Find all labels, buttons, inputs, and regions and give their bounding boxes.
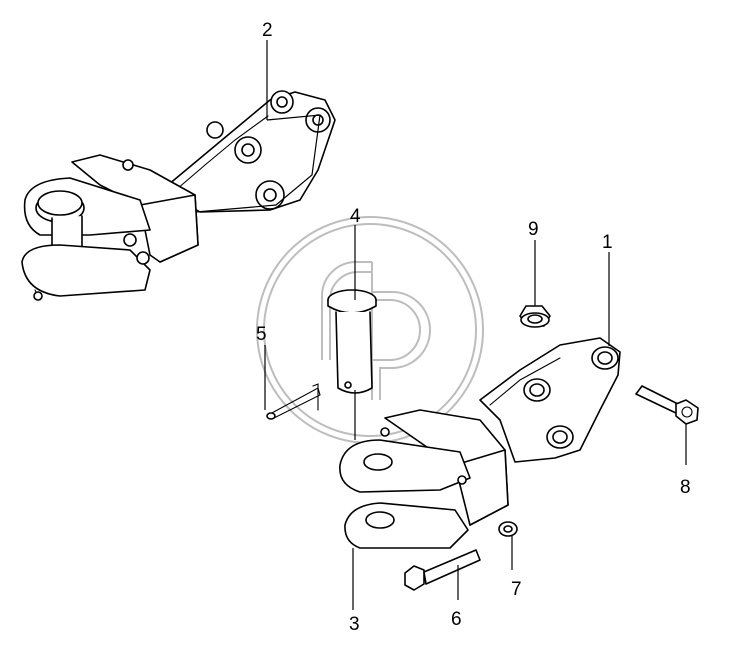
- plate-nut-middle: [234, 136, 262, 164]
- part-5-cotter-pin: [266, 383, 321, 420]
- part-3-clevis-body: [339, 409, 509, 549]
- assembled-hitch-view: [21, 90, 336, 301]
- callout-4: 4: [350, 206, 361, 227]
- plate-nut-top-left: [270, 90, 294, 114]
- callout-5: 5: [256, 324, 267, 345]
- part-8-bolt: [635, 385, 699, 425]
- callout-8: 8: [680, 477, 691, 498]
- callout-2: 2: [262, 20, 273, 41]
- part-7-washer: [498, 521, 518, 537]
- plate-nut-bottom: [255, 180, 285, 210]
- part-1-bracket-plate: [479, 337, 621, 463]
- plate-nut-top-right: [305, 107, 331, 133]
- part-9-nut: [519, 305, 551, 328]
- callout-9: 9: [528, 219, 539, 240]
- callout-7: 7: [511, 579, 522, 600]
- leader-lines: [195, 40, 687, 610]
- callout-3: 3: [349, 614, 360, 635]
- callout-6: 6: [451, 609, 462, 630]
- part-6-bolt: [404, 549, 481, 591]
- part-4-pin: [327, 289, 377, 394]
- callout-1: 1: [602, 232, 613, 253]
